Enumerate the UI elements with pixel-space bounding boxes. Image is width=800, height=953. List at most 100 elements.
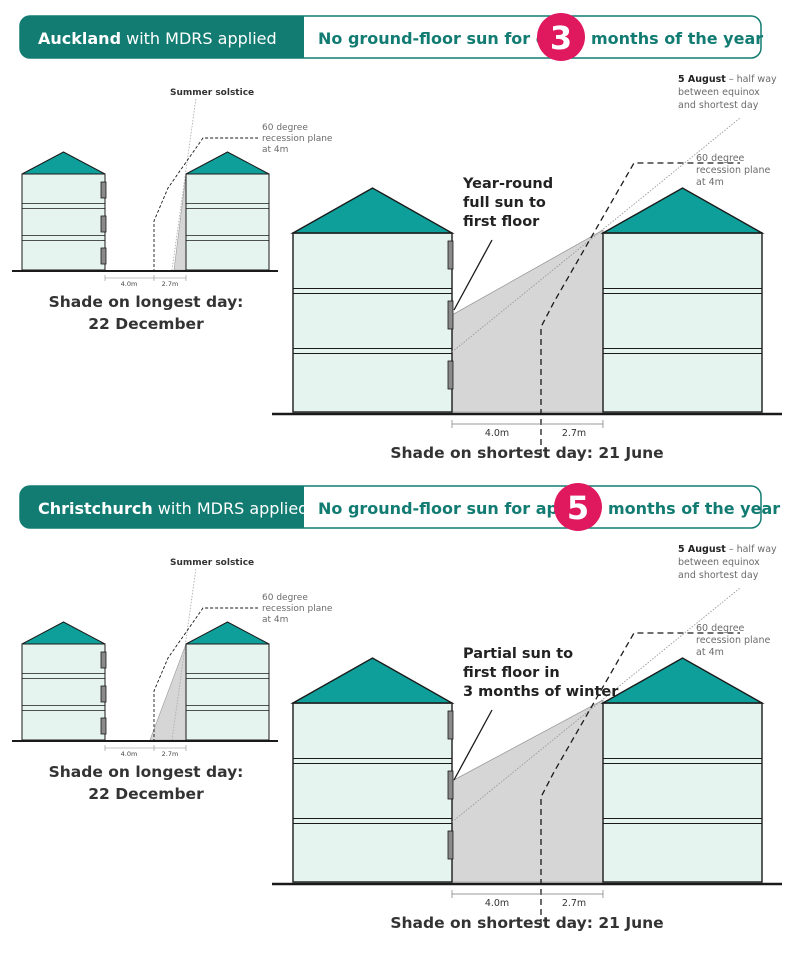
months-circle (554, 483, 602, 531)
august-label: 5 August – half way (678, 74, 777, 85)
building-roof (21, 621, 106, 645)
longest-day-date: 22 December (88, 315, 204, 333)
sun-callout-line: first floor in (463, 665, 560, 681)
small-recession-label: recession plane (262, 134, 333, 144)
longest-day-caption: Shade on longest day: (49, 763, 244, 781)
shortest-day-caption: Shade on shortest day: 21 June (390, 914, 663, 932)
city-title: Christchurch with MDRS applied (38, 499, 308, 518)
side-window (100, 717, 107, 735)
small-recession-label: 60 degree (262, 593, 308, 603)
side-window (447, 360, 454, 390)
building-roof (600, 657, 765, 704)
banner-city-block (20, 16, 304, 58)
side-window (447, 830, 454, 860)
august-rest-2: between equinox (678, 87, 760, 98)
small-dim-b: 2.7m (162, 750, 179, 758)
winter-shade (451, 699, 604, 883)
big-recession-label: at 4m (696, 647, 724, 658)
side-window (100, 685, 107, 703)
small-recession-label: at 4m (262, 145, 288, 155)
city-name: Christchurch (38, 499, 153, 518)
building-facade (602, 702, 763, 883)
big-recession-label: 60 degree (696, 153, 745, 164)
shortest-day-diagram: 5 August – half way between equinox and sh… (272, 74, 782, 462)
summer-shade (173, 173, 187, 271)
building-facade (602, 232, 763, 413)
small-recession-plane (153, 137, 258, 272)
building-roof (290, 187, 455, 234)
small-recession-label: at 4m (262, 615, 288, 625)
city-name: Auckland (38, 29, 121, 48)
shortest-day-caption: Shade on shortest day: 21 June (390, 444, 663, 462)
big-recession-label: recession plane (696, 635, 771, 646)
big-recession-plane (540, 632, 740, 925)
big-recession-label: 60 degree (696, 623, 745, 634)
building-facade (21, 173, 106, 271)
winter-shade (451, 229, 604, 413)
small-dim-a: 4.0m (121, 750, 138, 758)
building-roof (185, 151, 270, 175)
small-dim-b: 2.7m (162, 280, 179, 288)
big-dim-b: 2.7m (562, 428, 586, 439)
city-suffix: with MDRS applied (121, 29, 277, 48)
longest-day-caption: Shade on longest day: (49, 293, 244, 311)
small-building-right (185, 151, 270, 271)
small-building-right (185, 621, 270, 741)
big-recession-label: recession plane (696, 165, 771, 176)
august-rest: – half way (726, 74, 777, 85)
side-window (100, 651, 107, 669)
city-suffix: with MDRS applied (153, 499, 309, 518)
months-circle (537, 13, 585, 61)
august-date: 5 August (678, 74, 726, 85)
sun-callout-line: Year-round (462, 176, 553, 192)
august-rest: – half way (726, 544, 777, 555)
big-building-right (600, 187, 765, 413)
summer-solstice-label: Summer solstice (170, 558, 254, 568)
building-roof (600, 187, 765, 234)
sun-callout-line: 3 months of winter (463, 684, 619, 700)
small-recession-label: recession plane (262, 604, 333, 614)
big-recession-plane (540, 162, 740, 455)
banner-prefix: No ground-floor sun for approx (318, 499, 599, 518)
callout-pointer (453, 239, 493, 311)
big-dim-b: 2.7m (562, 898, 586, 909)
sun-callout-line: first floor (463, 214, 540, 230)
small-dim-a: 4.0m (121, 280, 138, 288)
august-rest-3: and shortest day (678, 100, 759, 111)
side-window (100, 215, 107, 233)
sun-callout-line: Partial sun to (463, 646, 573, 662)
big-building-left (290, 657, 455, 883)
side-window (447, 240, 454, 270)
building-facade (185, 173, 270, 271)
big-dim-a: 4.0m (485, 428, 509, 439)
side-window (447, 770, 454, 800)
title-banner: Christchurch with MDRS applied No ground-… (19, 483, 780, 531)
side-window (100, 247, 107, 265)
big-building-left (290, 187, 455, 413)
august-sun-ray (451, 587, 741, 823)
summer-sun-ray (171, 97, 197, 271)
big-recession-label: at 4m (696, 177, 724, 188)
city-title: Auckland with MDRS applied (38, 29, 277, 48)
building-facade (21, 643, 106, 741)
big-dim-a: 4.0m (485, 898, 509, 909)
building-roof (290, 657, 455, 704)
summer-sun-ray (171, 567, 197, 741)
building-facade (292, 232, 453, 413)
banner-city-block (20, 486, 304, 528)
small-recession-plane (153, 607, 258, 742)
august-rest-2: between equinox (678, 557, 760, 568)
building-roof (21, 151, 106, 175)
august-label: 5 August – half way (678, 544, 777, 555)
longest-day-date: 22 December (88, 785, 204, 803)
small-building-left (21, 151, 107, 271)
months-number: 3 (550, 19, 572, 57)
small-recession-label: 60 degree (262, 123, 308, 133)
